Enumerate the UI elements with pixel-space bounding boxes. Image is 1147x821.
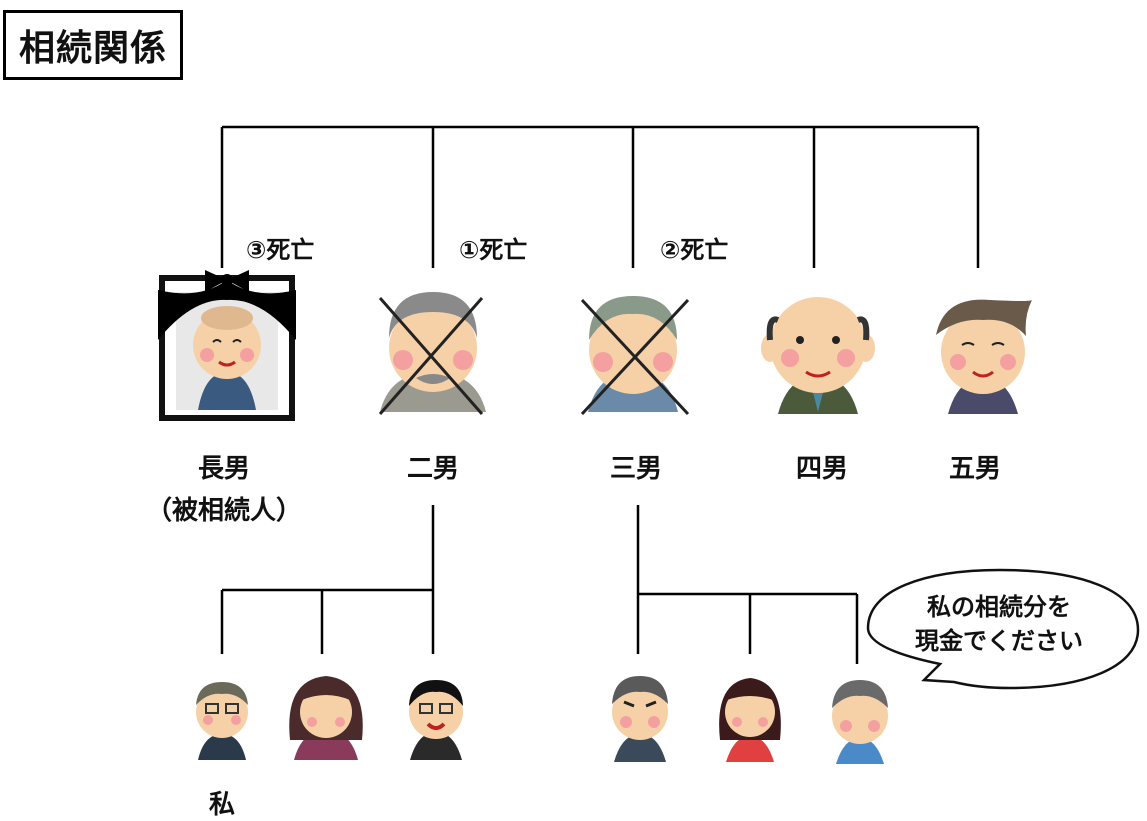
label-fifth-son: 五男 bbox=[948, 454, 1002, 484]
death-mark-second: ②死亡 bbox=[660, 236, 729, 264]
label-eldest-son-role: （被相続人） bbox=[145, 496, 303, 526]
third-son-child1-avatar bbox=[612, 676, 668, 762]
second-son-child3-avatar bbox=[409, 680, 463, 760]
fifth-son-avatar bbox=[936, 299, 1032, 414]
third-son-child3-avatar bbox=[832, 680, 888, 764]
second-son-child2-avatar bbox=[289, 676, 363, 760]
third-son-avatar bbox=[580, 296, 690, 416]
diagram-title: 相続関係 bbox=[18, 28, 167, 69]
speech-bubble-text: 私の相続分を 現金でください bbox=[884, 590, 1114, 658]
fourth-son-avatar bbox=[761, 297, 875, 414]
label-second-son: 二男 bbox=[406, 454, 460, 484]
speech-bubble bbox=[866, 568, 1140, 690]
label-eldest-son: 長男 bbox=[197, 454, 251, 484]
connector-lines bbox=[220, 125, 980, 664]
eldest-son-portrait bbox=[158, 270, 296, 421]
label-fourth-son: 四男 bbox=[795, 454, 849, 484]
third-son-child2-avatar bbox=[719, 678, 781, 762]
me-avatar bbox=[196, 682, 248, 760]
death-mark-first: ①死亡 bbox=[459, 236, 528, 264]
label-third-son: 三男 bbox=[609, 454, 663, 484]
label-me: 私 bbox=[208, 790, 236, 820]
second-son-avatar bbox=[378, 292, 486, 415]
death-mark-third: ③死亡 bbox=[246, 236, 315, 264]
speech-line-1: 私の相続分を bbox=[927, 593, 1071, 621]
title-box: 相続関係 bbox=[3, 10, 183, 80]
speech-line-2: 現金でください bbox=[915, 627, 1083, 655]
